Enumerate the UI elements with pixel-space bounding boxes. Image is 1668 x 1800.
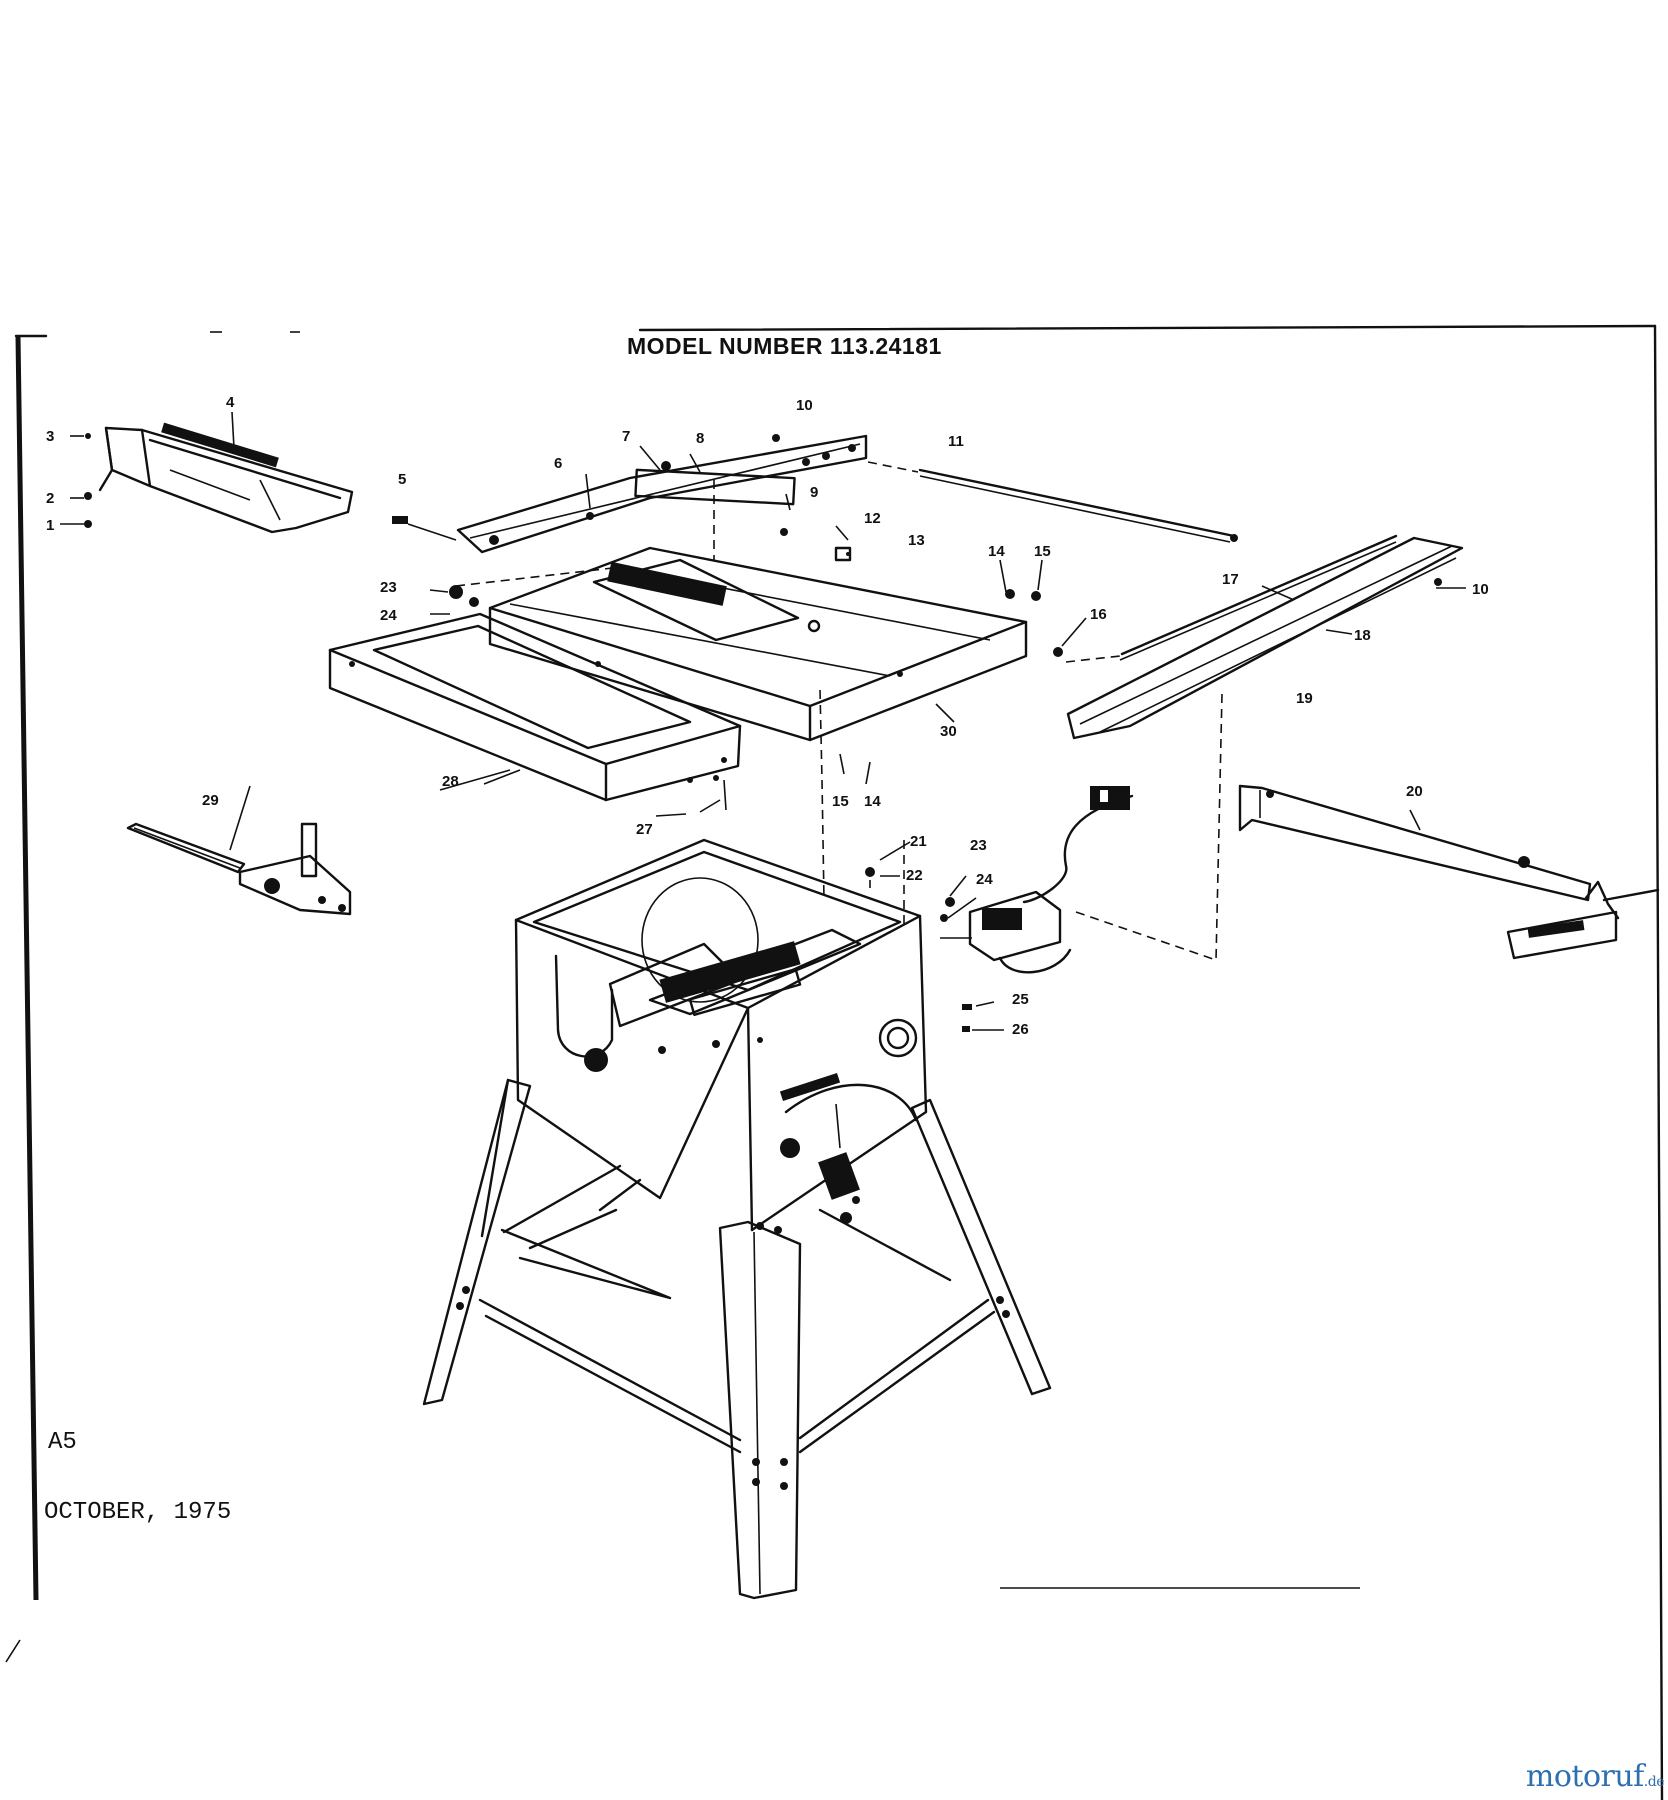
section-code: A5 [48,1429,77,1456]
callout-24-upper: 24 [380,607,397,624]
callout-leaders [229,445,1466,1031]
callout-30: 30 [940,723,957,740]
callout-29: 29 [202,792,219,809]
callout-24-lower: 24 [976,871,993,888]
callout-10-right: 10 [1472,581,1489,598]
callout-26: 26 [1012,1021,1029,1038]
blade-guard-part [60,411,354,534]
front-rail-part [1065,534,1464,740]
table-extension-part [328,565,742,813]
callout-19: 19 [1296,690,1313,707]
table-top-part [488,480,1063,781]
callout-16: 16 [1090,606,1107,623]
watermark-text: motoruf [1525,1759,1644,1794]
callout-14-top: 14 [988,543,1005,560]
switch-cord-part [865,786,1134,1032]
rip-fence-part [1075,693,1660,961]
callout-10-top: 10 [796,397,813,414]
callout-labels: 3 2 1 4 5 6 7 8 9 10 11 12 13 14 15 16 1… [46,394,1489,1038]
callout-4: 4 [226,394,235,411]
watermark-logo: motoruf.de [1525,1759,1665,1794]
callout-18: 18 [1354,627,1371,644]
callout-15-top: 15 [1034,543,1051,560]
callout-1: 1 [46,517,54,534]
callout-23-lower: 23 [970,837,987,854]
callout-28: 28 [442,773,459,790]
diagram-date: OCTOBER, 1975 [44,1499,231,1526]
callout-17: 17 [1222,571,1239,588]
rear-rail-assembly [392,434,868,554]
callout-15-lower: 15 [832,793,849,810]
callout-5: 5 [398,471,406,488]
callout-21: 21 [910,833,927,850]
saw-stand-legs [422,1078,1052,1600]
page-border [5,324,1664,1800]
saw-cabinet [514,779,928,1232]
callout-13: 13 [908,532,925,549]
rail-rod-part [867,461,1238,543]
watermark-suffix: .de [1643,1774,1665,1790]
callout-22: 22 [906,867,923,884]
callout-3: 3 [46,428,54,445]
miter-gauge-part [126,822,352,916]
callout-25: 25 [1012,991,1029,1008]
callout-2: 2 [46,490,54,507]
callout-27: 27 [636,821,653,838]
callout-7: 7 [622,428,630,445]
callout-8: 8 [696,430,704,447]
callout-14-lower: 14 [864,793,881,810]
callout-11: 11 [948,433,964,450]
callout-6: 6 [554,455,562,472]
callout-9: 9 [810,484,818,501]
callout-20: 20 [1406,783,1423,800]
diagram-title: MODEL NUMBER 113.24181 [627,333,942,359]
callout-12: 12 [864,510,881,527]
callout-23-upper: 23 [380,579,397,596]
